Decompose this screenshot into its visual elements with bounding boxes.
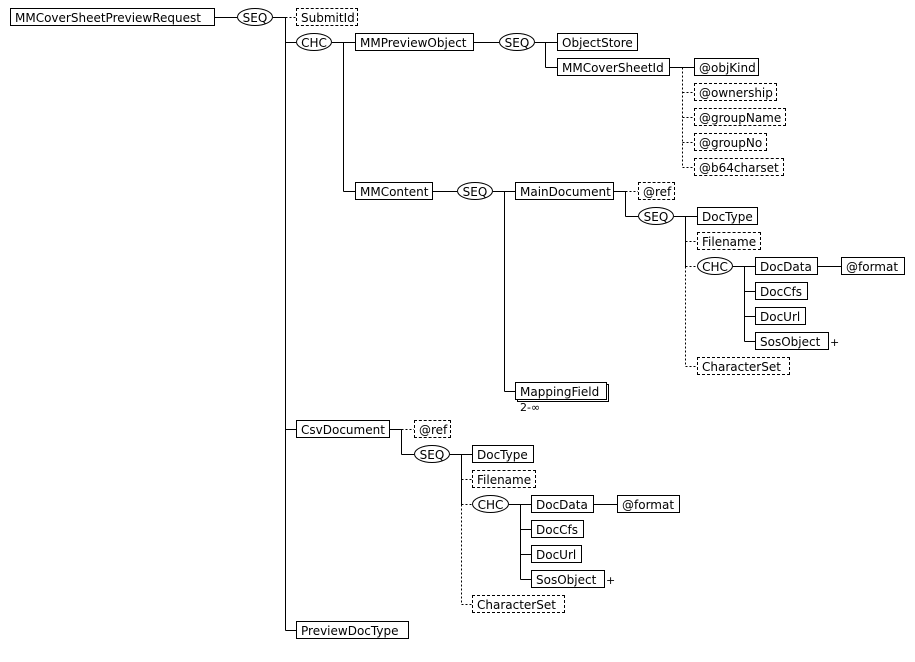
csv-filename-element: Filename (472, 470, 536, 488)
main-document-element: MainDocument (515, 182, 614, 200)
preview-object-seq-compositor: SEQ (499, 33, 535, 51)
preview-doc-type-element: PreviewDocType (296, 621, 409, 639)
attr-b64charset: @b64charset (694, 158, 784, 176)
mm-preview-object-element: MMPreviewObject (355, 33, 474, 51)
attr-ownership: @ownership (694, 83, 777, 101)
main-format-attr: @format (841, 257, 905, 275)
csv-doc-data-element: DocData (531, 495, 594, 513)
csv-seq-compositor: SEQ (414, 445, 450, 463)
csv-doc-type-element: DocType (472, 445, 534, 463)
attr-group-no: @groupNo (694, 133, 767, 151)
mm-content-element: MMContent (355, 182, 433, 200)
main-doc-type-element: DocType (697, 207, 758, 225)
csv-sos-object-cardinality: + (606, 574, 616, 587)
csv-chc-compositor: CHC (472, 495, 509, 513)
main-document-chc-compositor: CHC (697, 257, 733, 275)
mapping-field-element: MappingField (515, 382, 607, 400)
csv-doc-url-element: DocUrl (531, 545, 582, 563)
root-chc-compositor: CHC (296, 33, 332, 51)
main-character-set-element: CharacterSet (697, 357, 790, 375)
main-sos-object-element: SosObject (755, 332, 829, 350)
csv-format-attr: @format (617, 495, 680, 513)
csv-document-element: CsvDocument (296, 420, 390, 438)
mm-cover-sheet-id-element: MMCoverSheetId (557, 58, 670, 76)
mm-content-seq-compositor: SEQ (457, 182, 493, 200)
main-filename-element: Filename (697, 232, 761, 250)
root-seq-compositor: SEQ (237, 8, 273, 26)
csv-sos-object-element: SosObject (531, 570, 605, 588)
attr-obj-kind: @objKind (694, 58, 759, 76)
main-doc-cfs-element: DocCfs (755, 282, 808, 300)
main-document-ref-attr: @ref (638, 182, 675, 200)
csv-character-set-element: CharacterSet (472, 595, 565, 613)
object-store-element: ObjectStore (557, 33, 638, 51)
submit-id-element: SubmitId (296, 8, 358, 26)
main-sos-object-cardinality: + (830, 336, 840, 349)
mapping-field-cardinality: 2-∞ (520, 401, 541, 414)
csv-ref-attr: @ref (414, 420, 451, 438)
root-element: MMCoverSheetPreviewRequest (10, 8, 215, 26)
main-doc-data-element: DocData (755, 257, 818, 275)
main-doc-url-element: DocUrl (755, 307, 806, 325)
csv-doc-cfs-element: DocCfs (531, 520, 584, 538)
attr-group-name: @groupName (694, 108, 786, 126)
main-document-seq-compositor: SEQ (638, 207, 674, 225)
